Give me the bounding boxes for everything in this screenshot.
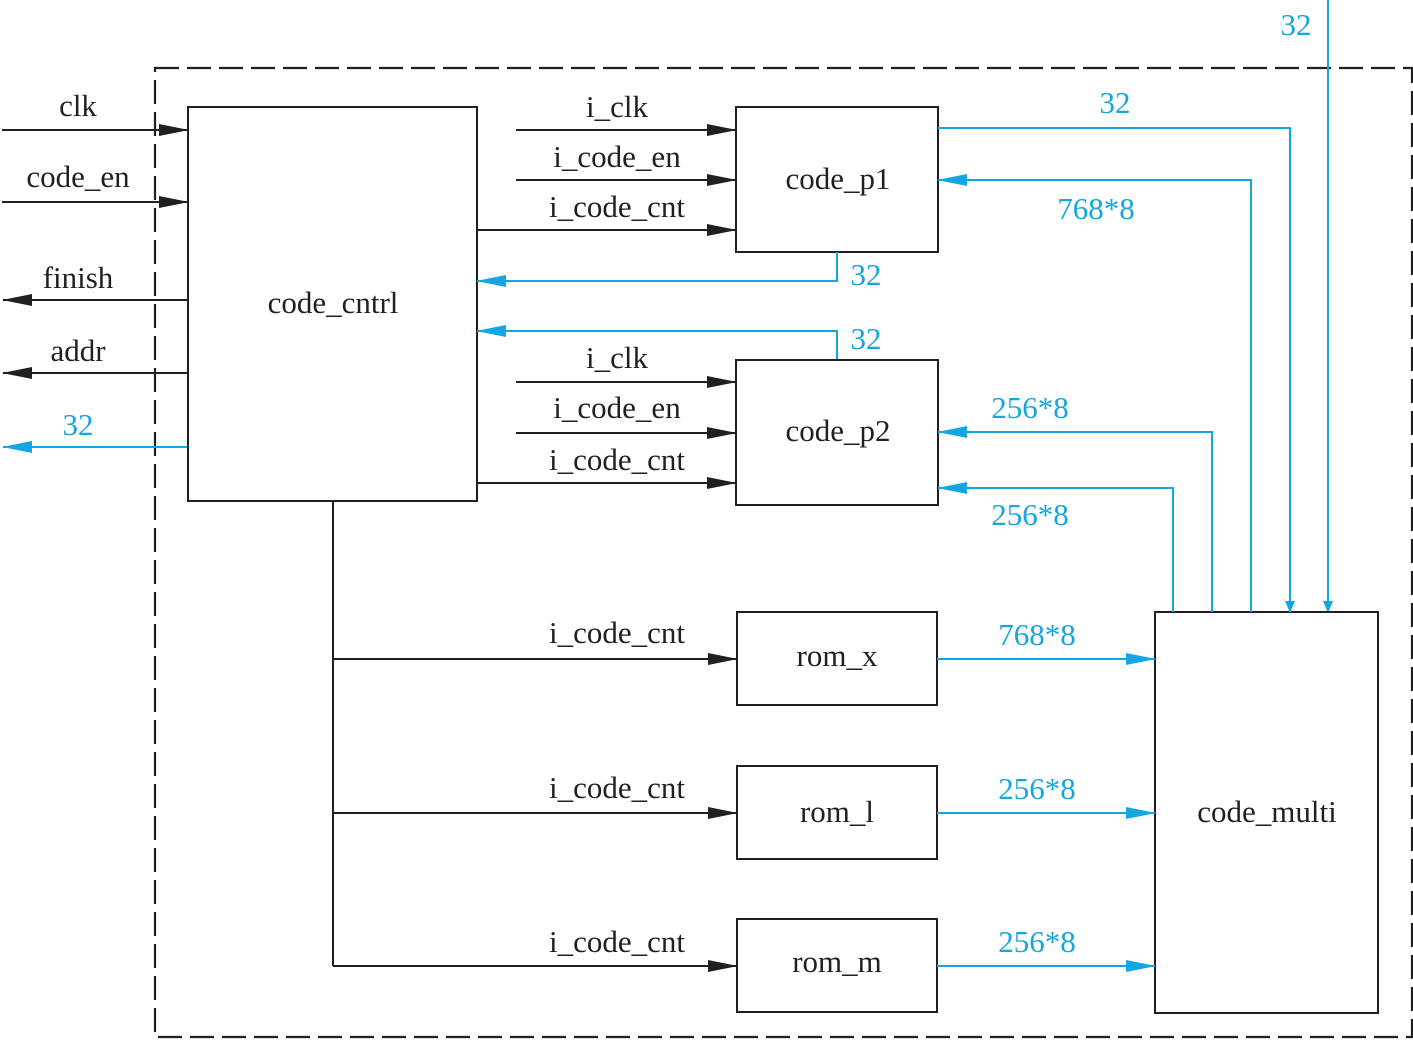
multi-to-p1-bus (937, 174, 1252, 612)
code-cntrl-label: code_cntrl (268, 285, 399, 320)
rom-l-to-multi-width: 256*8 (998, 771, 1076, 806)
code-p1-label: code_p1 (785, 161, 890, 196)
rom-l-label: rom_l (800, 794, 874, 829)
clk-label: clk (59, 88, 97, 123)
code-en-label: code_en (26, 159, 130, 194)
p1-i-code-en-label: i_code_en (553, 139, 681, 174)
rom-m-label: rom_m (792, 944, 882, 979)
rom-l-block[interactable] (736, 765, 938, 860)
p1-i-code-cnt-label: i_code_cnt (549, 189, 685, 224)
p1-to-cntrl-bus (476, 252, 838, 287)
top-bus-width: 32 (1281, 7, 1312, 42)
multi-to-p1-width: 768*8 (1057, 191, 1135, 226)
p1-to-cntrl-width: 32 (851, 257, 882, 292)
addr-label: addr (50, 333, 106, 368)
p2-i-code-cnt-label: i_code_cnt (549, 442, 685, 477)
p2-i-clk-label: i_clk (586, 340, 648, 375)
multi-to-p2-bus-a (937, 426, 1213, 612)
p2-to-cntrl-width: 32 (851, 321, 882, 356)
p2-i-code-en-label: i_code_en (553, 390, 681, 425)
rom-m-to-multi-width: 256*8 (998, 924, 1076, 959)
multi-to-p2-bus-b (937, 482, 1174, 612)
p1-to-multi-bus (938, 127, 1295, 613)
rom-l-i-code-cnt-label: i_code_cnt (549, 770, 685, 805)
system-boundary (153, 66, 1413, 1039)
rom-x-label: rom_x (797, 638, 878, 673)
code-multi-block[interactable] (1154, 611, 1379, 1014)
code-p2-label: code_p2 (785, 413, 890, 448)
p1-i-clk-label: i_clk (586, 89, 648, 124)
rom-x-i-code-cnt-label: i_code_cnt (549, 615, 685, 650)
code-multi-label: code_multi (1197, 794, 1337, 829)
out-bus-width: 32 (63, 407, 94, 442)
code-p1-block[interactable] (735, 106, 939, 253)
p2-to-cntrl-bus (476, 325, 838, 360)
rom-x-to-multi-width: 768*8 (998, 617, 1076, 652)
p1-to-multi-width: 32 (1100, 85, 1131, 120)
multi-to-p2-width-a: 256*8 (991, 390, 1069, 425)
rom-m-i-code-cnt-label: i_code_cnt (549, 924, 685, 959)
finish-label: finish (43, 260, 114, 295)
multi-to-p2-width-b: 256*8 (991, 497, 1069, 532)
